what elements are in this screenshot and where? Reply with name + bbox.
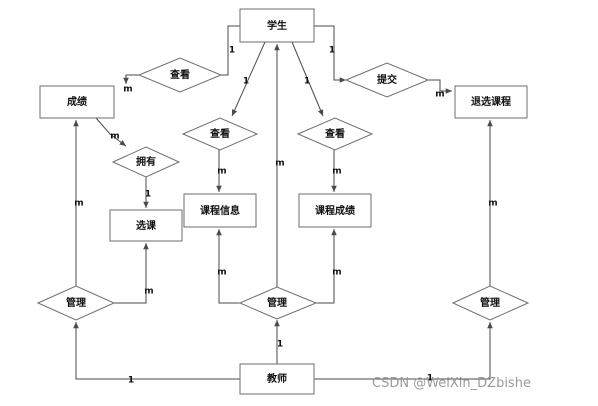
relationship-manage-right-label: 管理 [480,296,500,309]
cardinality-label: m [332,167,341,177]
entity-grades-label: 成绩 [67,95,87,108]
cardinality-label: 1 [277,340,283,350]
edges [73,25,493,380]
cardinality-label: m [123,85,132,95]
cardinality-label: m [275,159,284,169]
cardinalities: 1 m 1 m 1 m 1 m m 1 m m m m m 1 1 1 m [74,46,497,386]
edge-teacher-manage-left [73,322,240,380]
entity-course-grades: 课程成绩 [298,193,372,228]
relationship-has-label: 拥有 [136,155,156,168]
edge-view-grades-grades [123,74,139,84]
relationship-view-course-grades: 查看 [296,117,374,151]
entity-student-label: 学生 [267,19,287,32]
entity-course-grades-label: 课程成绩 [315,204,355,217]
entity-course-selection-label: 选课 [136,219,157,232]
edge-student-view-grades [221,25,240,76]
relationship-view-grades: 查看 [137,57,223,93]
relationship-manage-middle-label: 管理 [267,296,287,309]
cardinality-label: 1 [128,376,134,386]
cardinality-label: m [74,199,83,209]
edge-grades-has [95,117,127,147]
relationship-manage-middle: 管理 [238,286,318,320]
edge-manage-middle-course-grades [316,229,337,304]
cardinality-label: 1 [145,190,151,200]
watermark-text: CSDN @WeiXin_DZbishe [372,376,531,391]
edge-manage-left-selection [114,243,149,304]
cardinality-label: m [144,287,153,297]
relationship-manage-right: 管理 [451,285,530,321]
entity-course-info-label: 课程信息 [200,204,240,217]
entity-student: 学生 [239,8,315,43]
entity-teacher-label: 教师 [266,372,287,385]
cardinality-label: 1 [304,77,310,87]
cardinality-label: m [332,268,341,278]
entity-selected-courses: 退选课程 [454,85,528,119]
entity-grades: 成绩 [39,85,115,119]
relationship-view-course-info-label: 查看 [209,127,230,140]
relationship-manage-left: 管理 [36,285,116,321]
edge-student-view-course-info [231,41,266,117]
cardinality-label: m [488,199,497,209]
edge-submit-selected [428,79,452,94]
entity-course-selection: 选课 [109,209,183,242]
cardinality-label: m [217,167,226,177]
edge-manage-middle-info [216,229,240,304]
edge-student-view-course-grades [291,41,324,117]
cardinality-label: m [435,90,444,100]
cardinality-label: 1 [243,77,249,87]
relationship-has: 拥有 [111,146,181,178]
relationship-submit-label: 提交 [377,73,397,86]
entity-course-info: 课程信息 [183,193,257,228]
cardinality-label: 1 [229,46,235,56]
relationship-submit: 提交 [344,62,430,98]
entity-teacher: 教师 [239,363,315,395]
relationship-view-course-grades-label: 查看 [324,127,345,140]
entity-selected-courses-label: 退选课程 [471,95,511,108]
relationship-view-grades-label: 查看 [169,68,190,81]
cardinality-label: 1 [329,46,335,56]
relationship-manage-left-label: 管理 [66,296,86,309]
edge-teacher-manage-right [314,322,493,380]
relationship-view-course-info: 查看 [181,117,259,151]
cardinality-label: m [217,268,226,278]
edge-student-submit [314,25,346,83]
cardinality-label: m [110,132,119,142]
cardinality-label: 1 [427,374,433,384]
